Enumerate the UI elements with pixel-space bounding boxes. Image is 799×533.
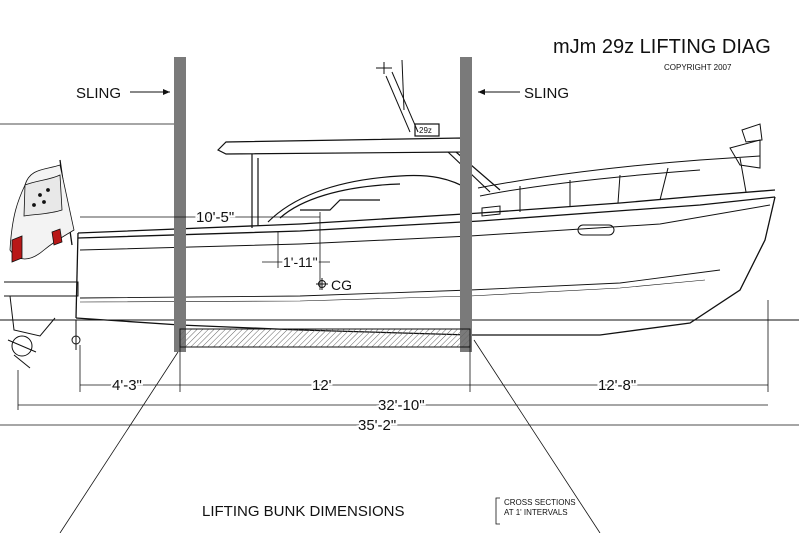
bunk-extension-line-aft xyxy=(59,351,179,533)
dim-1-11-label: 1'-11" xyxy=(283,254,318,270)
cross-sections-bracket xyxy=(495,497,500,525)
cabin-hardtop xyxy=(216,123,501,228)
copyright-note: COPYRIGHT 2007 xyxy=(664,63,732,72)
diagram-title: mJm 29z LIFTING DIAG xyxy=(553,36,771,58)
lifting-bunk-dimensions-label: LIFTING BUNK DIMENSIONS xyxy=(202,503,405,520)
transom-outboard xyxy=(4,281,81,369)
sling-aft xyxy=(174,57,186,352)
sling-forward xyxy=(460,57,472,352)
dim-10-5-label: 10'-5" xyxy=(196,209,234,226)
dim-10-5 xyxy=(80,212,321,290)
cg-label: CG xyxy=(331,277,352,293)
bow-rail xyxy=(477,123,763,236)
dim-35-2-label: 35'-2" xyxy=(358,417,396,434)
dim-32-10-label: 32'-10" xyxy=(378,397,425,414)
dim-12-8-label: 12'-8" xyxy=(598,377,636,394)
cross-sections-label-line1: CROSS SECTIONS xyxy=(504,498,576,507)
cg-marker xyxy=(316,278,328,290)
cross-sections-label-line2: AT 1' INTERVALS xyxy=(504,508,568,517)
dim-12-label: 12' xyxy=(312,377,332,394)
hull-name-label: 29z xyxy=(419,126,432,135)
lifting-bunk xyxy=(179,328,471,348)
stern-flag xyxy=(9,159,75,263)
radar-mast xyxy=(376,59,419,133)
dim-4-3-label: 4'-3" xyxy=(112,377,142,394)
sling-label-right: SLING xyxy=(524,85,569,102)
sling-label-left: SLING xyxy=(76,85,121,102)
dimension-extension-lines xyxy=(17,300,769,410)
bunk-extension-line-fwd xyxy=(473,339,601,533)
dim-1-11 xyxy=(262,232,330,268)
